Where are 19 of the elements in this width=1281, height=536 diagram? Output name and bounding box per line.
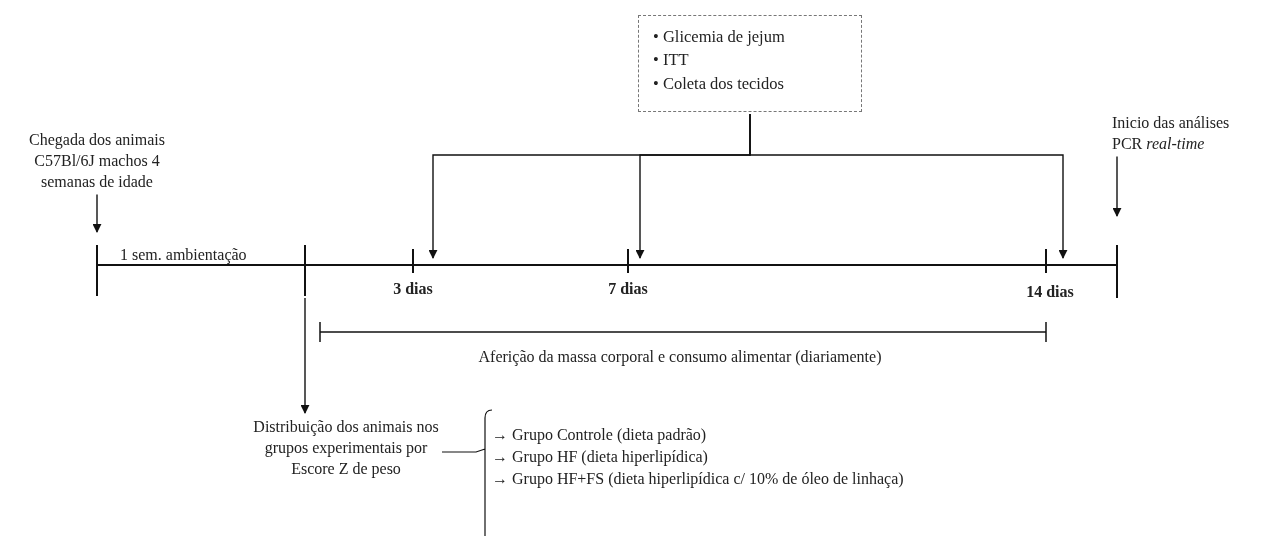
- annotation-text: Chegada dos animais C57Bl/6J machos 4 semanas de idade: [27, 130, 167, 193]
- arrow: [92, 193, 102, 233]
- list-item: • Glicemia de jejum: [653, 26, 786, 48]
- range-label: Aferição da massa corporal e consumo alimentar (diariamente): [478, 347, 882, 367]
- group-text: → Grupo HF+FS (dieta hiperlipídica c/ 10% de óleo de linhaça): [492, 469, 904, 489]
- period-label: 1 sem. ambientação: [120, 245, 247, 265]
- day-label: 3 dias: [393, 279, 433, 299]
- group-text: → Grupo HF (dieta hiperlipídica): [492, 447, 708, 467]
- annotation-text: Inicio das análises PCR real-time: [1112, 113, 1262, 155]
- dashed-note-box: [638, 15, 862, 112]
- group-text: → Grupo Controle (dieta padrão): [492, 425, 707, 445]
- day-label: 14 dias: [1026, 282, 1074, 302]
- list-item: • ITT: [653, 49, 690, 71]
- day-label: 7 dias: [608, 279, 648, 299]
- list-item: • Coleta dos tecidos: [653, 72, 785, 95]
- annotation-text: Distribuição dos animais nos grupos experimentais por Escore Z de peso: [250, 417, 442, 480]
- arrow: [749, 113, 1068, 259]
- arrow: [300, 297, 310, 414]
- arrow: [1112, 155, 1122, 217]
